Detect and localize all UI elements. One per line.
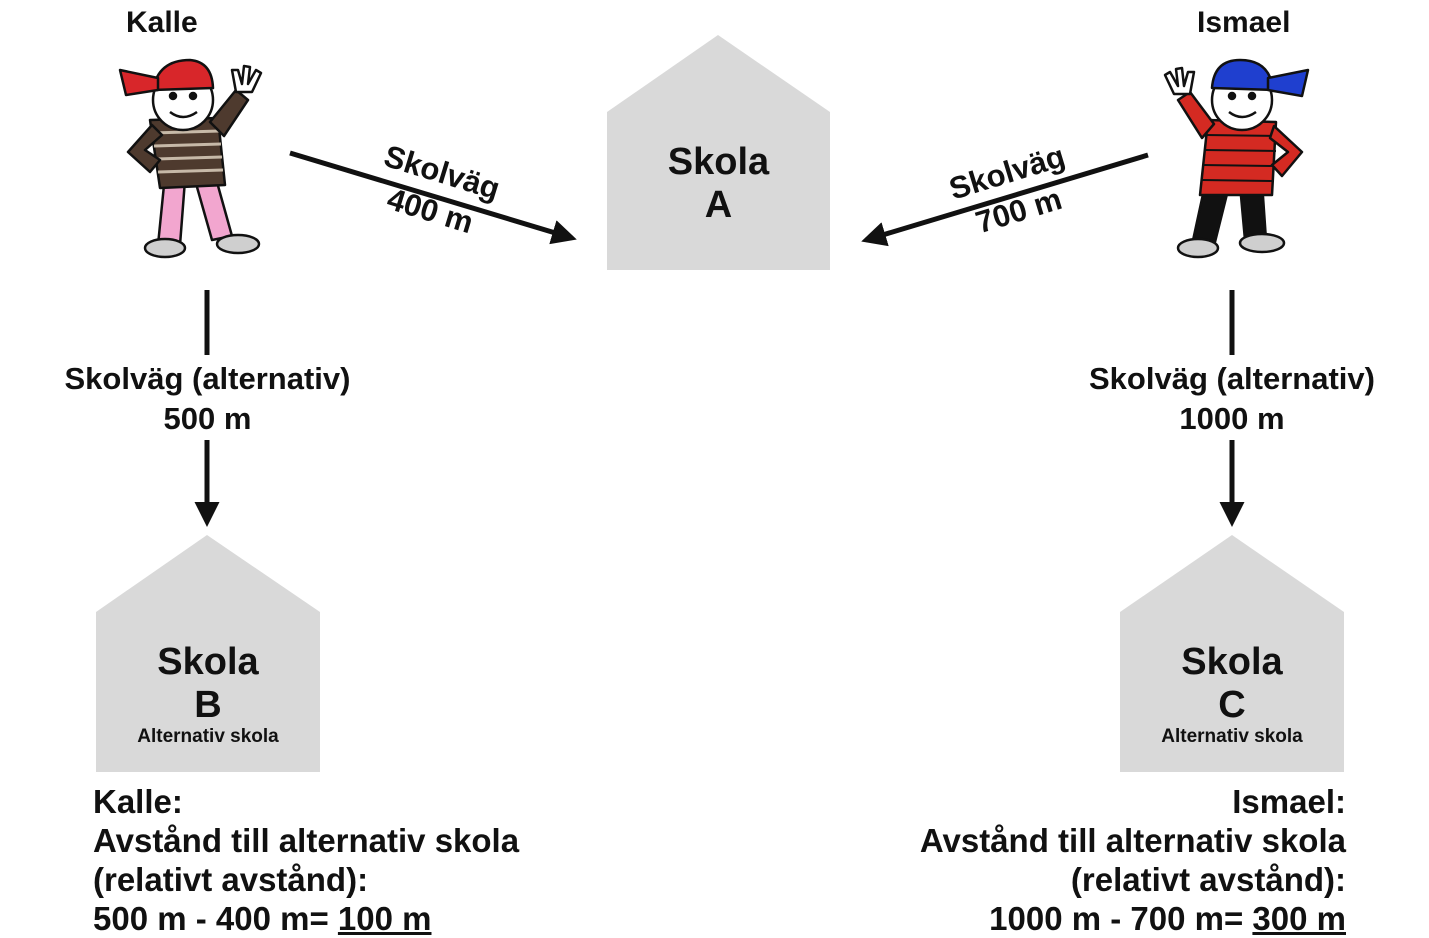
kalle-calculation: Kalle: Avstånd till alternativ skola (re… xyxy=(93,782,653,938)
route-kalle-to-b-distance: 500 m xyxy=(163,401,252,436)
ismael-calc-line1: Avstånd till alternativ skola xyxy=(919,822,1346,859)
school-b-building xyxy=(96,535,320,772)
route-ismael-to-c-label: Skolväg (alternativ) 1000 m xyxy=(1025,359,1429,439)
school-b-letter: B xyxy=(194,684,222,726)
kalle-calc-line1: Avstånd till alternativ skola xyxy=(93,822,520,859)
arrow-ismael-to-school-a xyxy=(861,152,1149,247)
route-ismael-to-c-title: Skolväg (alternativ) xyxy=(1089,361,1375,396)
kalle-calc-line2: (relativt avstånd): xyxy=(93,861,369,898)
school-c-building xyxy=(1120,535,1344,772)
arrow-kalle-to-school-a xyxy=(289,150,577,245)
kalle-calc-result: 100 m xyxy=(337,900,432,937)
route-ismael-to-c-distance: 1000 m xyxy=(1179,401,1285,436)
ismael-character-icon xyxy=(1163,58,1310,259)
school-c-letter: C xyxy=(1218,684,1246,726)
ismael-calc-formula: 1000 m - 700 m= xyxy=(989,900,1253,937)
ismael-calc-formula-row: 1000 m - 700 m= 300 m xyxy=(790,899,1346,938)
route-kalle-to-b-title: Skolväg (alternativ) xyxy=(64,361,351,396)
school-b-word: Skola xyxy=(157,641,259,683)
school-a-building xyxy=(607,35,830,270)
kalle-calc-formula-row: 500 m - 400 m= 100 m xyxy=(93,899,653,938)
kalle-character-icon xyxy=(118,58,263,259)
route-kalle-to-b-label: Skolväg (alternativ) 500 m xyxy=(0,359,415,439)
school-c-label: Skola C Alternativ skola xyxy=(1120,640,1344,748)
school-a-letter: A xyxy=(704,184,733,226)
school-a-word: Skola xyxy=(667,141,770,183)
ismael-calculation: Ismael: Avstånd till alternativ skola (r… xyxy=(790,782,1346,938)
school-c-word: Skola xyxy=(1181,641,1283,683)
kalle-name-label: Kalle xyxy=(126,6,198,39)
school-b-label: Skola B Alternativ skola xyxy=(96,640,320,748)
school-b-subtitle: Alternativ skola xyxy=(137,726,279,747)
kalle-calc-name: Kalle: xyxy=(93,783,183,820)
ismael-calc-name: Ismael: xyxy=(1232,783,1346,820)
school-a-label: Skola A xyxy=(607,140,830,226)
school-c-subtitle: Alternativ skola xyxy=(1161,726,1303,747)
ismael-calc-result: 300 m xyxy=(1252,900,1346,937)
ismael-calc-line2: (relativt avstånd): xyxy=(1070,861,1346,898)
ismael-name-label: Ismael xyxy=(1197,6,1291,39)
kalle-calc-formula: 500 m - 400 m= xyxy=(93,900,338,937)
